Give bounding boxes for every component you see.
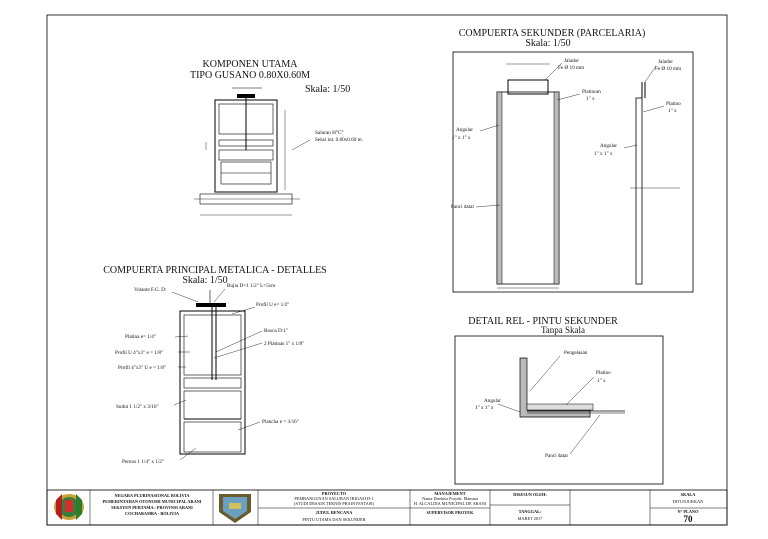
sek-label-platino2-a: Platino	[666, 101, 681, 107]
komponen-utama-view: KOMPONEN UTAMA TIPO GUSANO 0.80X0.60M Sk…	[190, 59, 363, 216]
label-platina: Platina e= 1/4"	[125, 334, 156, 340]
tb-plano-number: 70	[684, 514, 694, 524]
tb-judul: PINTU UTAMA DAN SEKUNDER	[302, 517, 365, 522]
sek-label-panci: Panci datar	[451, 204, 474, 210]
sek-label-angular2-b: 1" x 1" x	[594, 151, 613, 157]
sekunder-title: COMPUERTA SEKUNDER (PARCELARIA)	[459, 28, 646, 39]
label-pernos: Pernos 1 1/4" x 1/2"	[122, 459, 164, 465]
tb-manajemen-label: MANAJEMENT	[434, 491, 465, 496]
komponen-note-1: Saluran H°C°	[315, 129, 344, 136]
sek-label-platino2-b: 1" x	[668, 108, 677, 114]
sekunder-view: COMPUERTA SEKUNDER (PARCELARIA) Skala: 1…	[451, 28, 694, 293]
sek-label-jalador2-a: Jalador	[658, 59, 673, 65]
rel-label-pengelasan: Pengelasan	[564, 350, 588, 356]
tb-tanggal: MARET 2017	[518, 516, 543, 521]
rel-label-platino-a: Platino	[596, 370, 611, 376]
tb-proyek-label: PROYECTO	[322, 491, 347, 496]
sek-label-platinum-b: 1" x	[586, 96, 595, 102]
sek-label-platinum-a: Platinum	[582, 89, 601, 95]
label-profil-u4: Profil U 4"x3" e = 1/8"	[115, 349, 163, 356]
komponen-note-2: Seksi int. 0.80x0.60 m.	[315, 137, 363, 143]
rel-detail-view: DETAIL REL - PINTU SEKUNDER Tanpa Skala …	[454, 316, 664, 485]
tb-tanggal-label: TANGGAL:	[519, 509, 542, 514]
tb-inst-4: COCHABAMBA - BOLIVIA	[125, 511, 180, 516]
rel-title: DETAIL REL - PINTU SEKUNDER	[468, 316, 618, 327]
label-plancha: Plancha e = 3/16"	[262, 419, 299, 425]
principal-view: COMPUERTA PRINCIPAL METALICA - DETALLES …	[103, 265, 327, 465]
rel-label-panci: Panci datar	[545, 453, 568, 459]
rel-subtitle: Tanpa Skala	[541, 325, 585, 335]
title-block: NEGARA PLURINASIONAL BOLIVIA PEMERINTAHA…	[46, 489, 728, 526]
tb-skala: DITUNJUKKAN	[673, 499, 704, 504]
tb-skala-label: SKALA	[681, 492, 697, 497]
tb-manajemen-1: Nama Direktur Proyek: Mamani	[422, 496, 479, 501]
komponen-title-1: KOMPONEN UTAMA	[202, 59, 298, 70]
sek-label-angular-b: 1" x 1" x	[452, 135, 471, 141]
principal-title: COMPUERTA PRINCIPAL METALICA - DETALLES	[103, 265, 327, 276]
sek-label-jalador2-b: Fe Ø 10 mm	[655, 66, 681, 72]
rel-label-angular-a: Angular	[484, 398, 501, 404]
komponen-scale: Skala: 1/50	[305, 84, 350, 95]
label-rosca: Rosca D:1"	[264, 328, 288, 334]
tb-proyek-1: PEMBANGUNAN SALURAN IRIGASI D-1	[294, 496, 373, 501]
label-profil-u: Profil U e= 1/2"	[256, 301, 289, 308]
label-bujia: Bujia D=1 1/2" L=5cm	[227, 283, 275, 289]
label-sudut: Sudut 1 1/2" x 3/16"	[116, 404, 159, 410]
sek-label-jalador-a: Jalador	[564, 58, 579, 64]
tb-supervisor-label: SUPERVISOR PROYEK	[426, 510, 474, 515]
sek-label-angular2-a: Angular	[600, 143, 617, 149]
rel-label-platino-b: 1" x	[597, 378, 606, 384]
rel-label-angular-b: 1" x 1" x	[475, 405, 494, 411]
tb-inst-1: NEGARA PLURINASIONAL BOLIVIA	[115, 493, 191, 498]
komponen-title-2: TIPO GUSANO 0.80X0.60M	[190, 70, 310, 81]
sekunder-frame	[452, 51, 694, 293]
rel-frame	[454, 335, 664, 485]
label-platinas-2: 2 Platinas 1" x 1/8"	[264, 341, 304, 347]
tb-inst-3: SEKSYEN PERTAMA : PROVINSI ARANI	[111, 505, 193, 510]
sek-label-jalador-b: Fe Ø 10 mm	[558, 65, 584, 71]
tb-desain-label: DISESUN OLEH:	[513, 492, 547, 497]
principal-scale: Skala: 1/50	[182, 275, 227, 286]
tb-plano-label: N° PLANO	[678, 509, 700, 514]
sekunder-scale: Skala: 1/50	[525, 38, 570, 49]
tb-manajemen-2: H. ALCALDIA MUNICIPAL DE ARANI	[414, 501, 487, 506]
bolivia-coat-of-arms-logo	[54, 494, 84, 520]
label-volante: Volante F.G. D:	[134, 287, 167, 293]
label-profil-4: Profil 4"x3" U e = 1/8"	[118, 364, 166, 371]
tb-judul-label: JUDUL RENCANA	[316, 510, 354, 515]
tb-inst-2: PEMERINTAHAN OTONOMI MUNICIPAL ARANI	[103, 499, 202, 504]
sek-label-angular-a: Angular	[456, 127, 473, 133]
tb-proyek-2: (STUDI DESAIN TEKNIS PRAINVESTASI)	[294, 501, 374, 506]
municipal-crest-logo	[219, 494, 251, 523]
